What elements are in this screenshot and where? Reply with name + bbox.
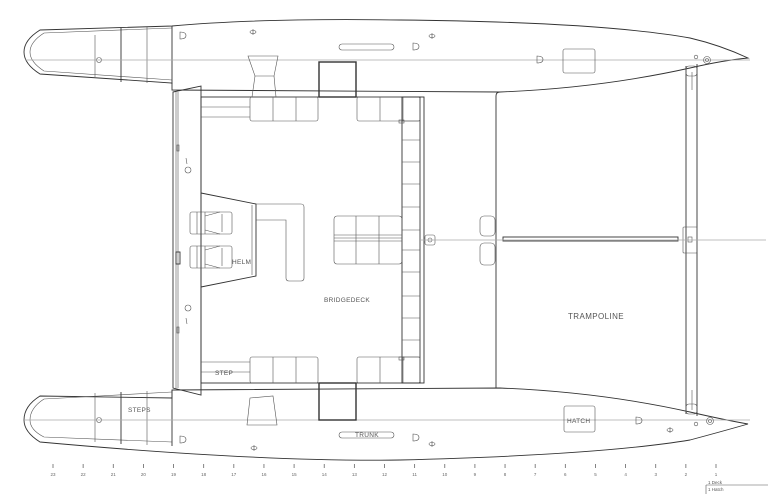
ruler-tick-label: 22 [81,472,87,477]
aft-crossbeam [172,85,202,396]
ruler-tick-label: 11 [412,472,417,477]
ruler-tick-label: 2 [685,472,688,477]
ruler-tick-label: 23 [50,472,56,477]
ruler-tick-label: 20 [141,472,147,477]
ruler-tick-label: 6 [564,472,567,477]
port-hull [23,19,750,93]
bridgedeck: STEP [200,55,436,426]
ruler-tick-label: 8 [504,472,507,477]
ruler-tick-label: 17 [231,472,237,477]
trampoline: TRAMPOLINE [420,64,766,416]
ruler-tick-label: 9 [474,472,477,477]
ruler-tick-label: 16 [261,472,267,477]
hatch-label: HATCH [567,418,590,425]
helm-label: HELM [232,259,251,266]
ruler-tick-label: 10 [442,472,448,477]
ruler-tick-label: 19 [171,472,177,477]
step-label: STEP [215,370,233,377]
trampoline-label: TRAMPOLINE [568,312,624,321]
ruler-tick-label: 18 [201,472,207,477]
legend: 1 Deck 1 Hatch [705,480,768,494]
deck-fittings: TRUNK HATCH [249,29,714,451]
ruler-tick-label: 21 [111,472,117,477]
ruler-tick-label: 1 [715,472,718,477]
ruler-tick-label: 4 [624,472,627,477]
ruler-tick-label: 3 [654,472,657,477]
ruler-tick-label: 7 [534,472,537,477]
trunk-label: TRUNK [355,432,379,439]
helm-station: HELM [189,192,305,288]
legend-item-deck: 1 Deck [708,480,723,485]
steps-label: STEPS [128,407,151,414]
ruler-tick-label: 5 [594,472,597,477]
ruler-tick-label: 14 [322,472,328,477]
starboard-hull: STEPS [23,387,750,461]
ruler-tick-label: 15 [292,472,298,477]
legend-item-hatch: 1 Hatch [708,487,724,492]
ruler-tick-label: 12 [382,472,388,477]
bridgedeck-label: BRIDGEDECK [324,297,370,304]
ruler-tick-label: 13 [352,472,358,477]
